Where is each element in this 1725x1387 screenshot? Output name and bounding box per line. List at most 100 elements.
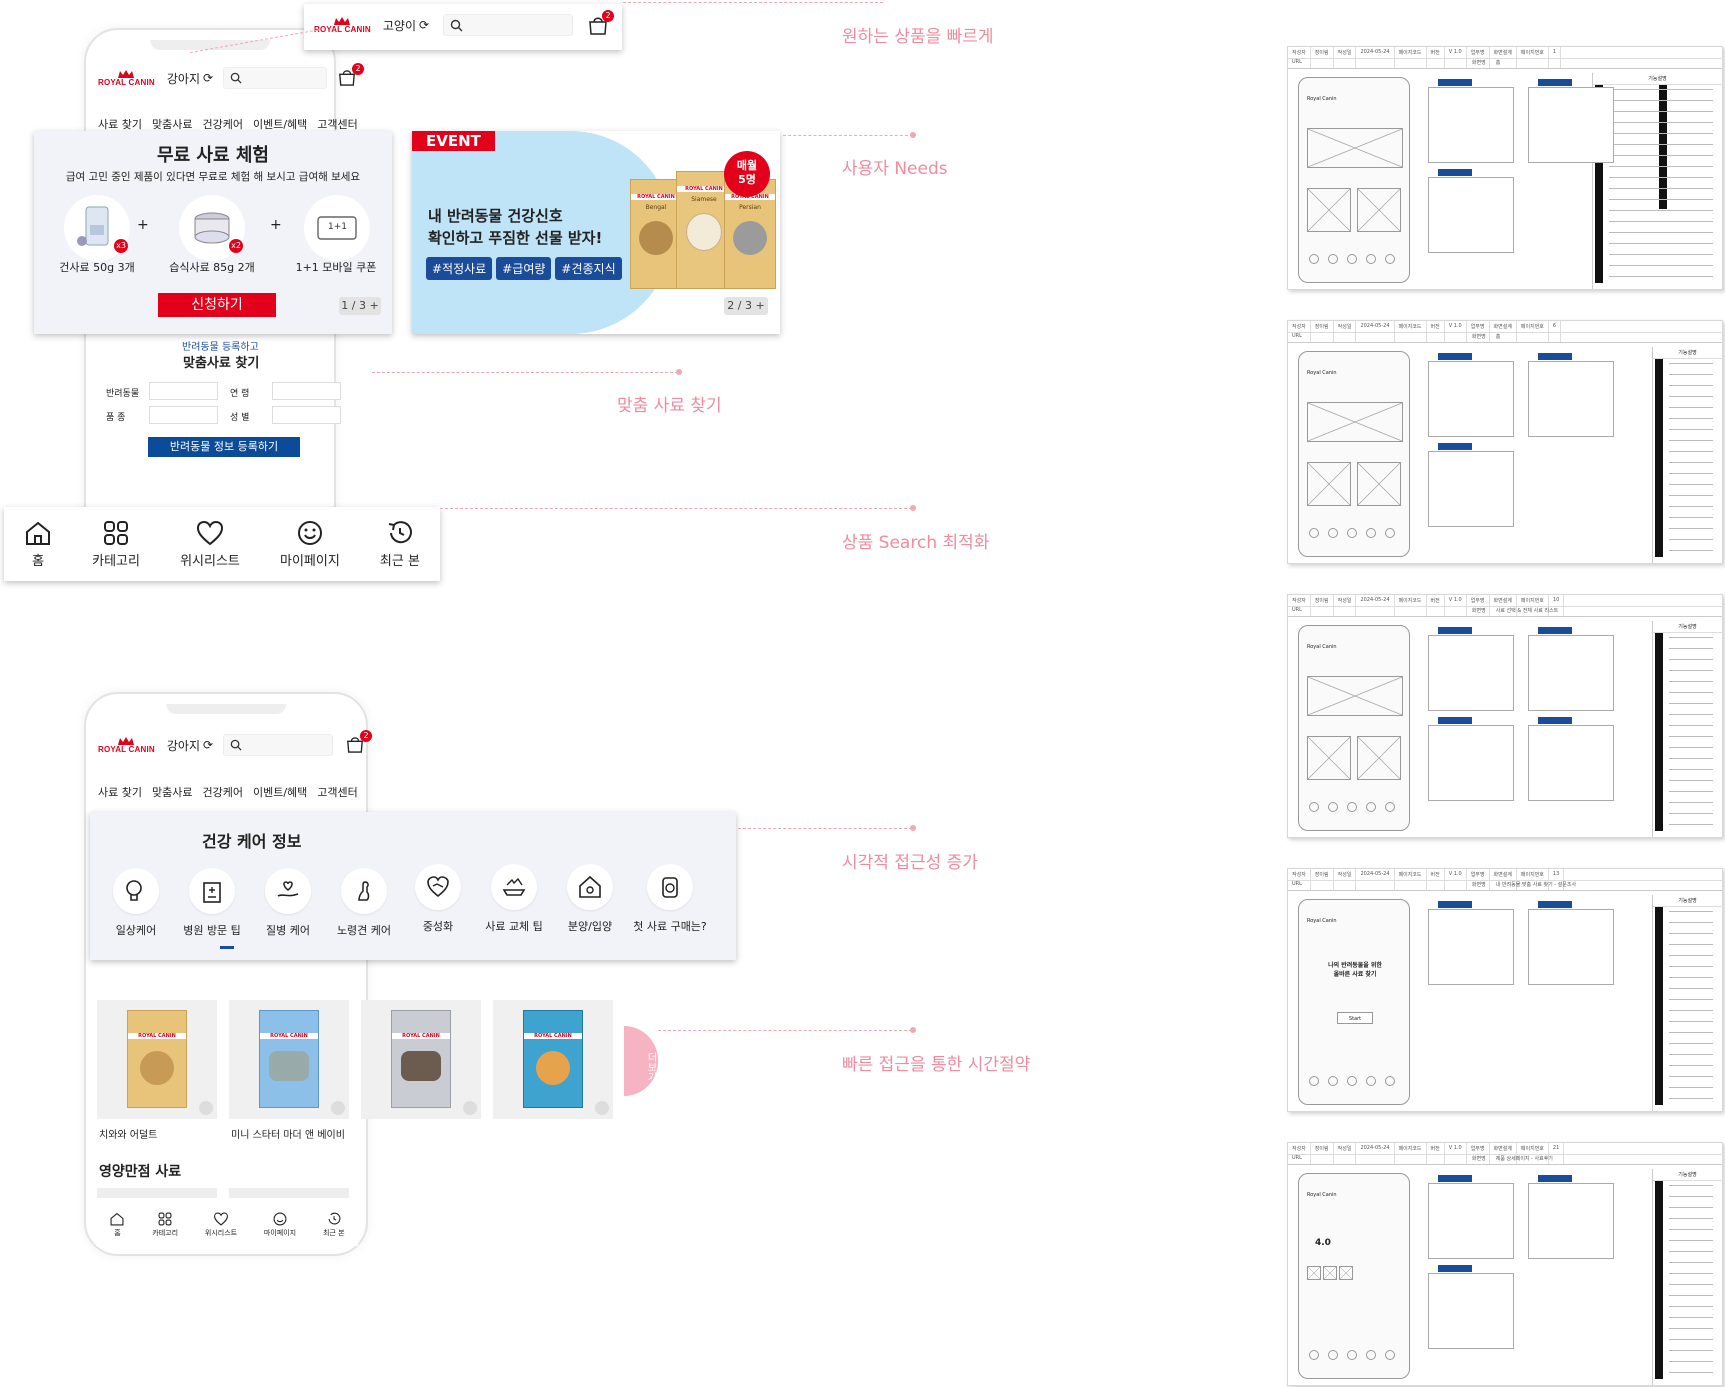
wireframe-image-placeholder [1357,188,1401,232]
event-tag[interactable]: #급여량 [496,257,552,280]
connector-dot [910,1027,916,1033]
wireframe-app-label: Royal Canin [1307,1192,1337,1198]
wireframe-tab-icon [1385,802,1395,812]
tab-recent[interactable]: 최근 본 [323,1212,345,1238]
pet-register-line1: 반려동물 등록하고 [182,342,259,353]
cart-badge: 2 [602,10,615,22]
care-senior[interactable]: 노령견 케어 [324,868,404,938]
spec-text-line [1669,407,1713,408]
survey-start-button[interactable]: Start [1337,1012,1373,1024]
nav-item-health-care[interactable]: 건강케어 [202,786,243,799]
tab-category[interactable]: 카테고리 [152,1212,178,1238]
product-thumb-partial [97,1188,217,1198]
nav-item-find-food[interactable]: 사료 찾기 [98,118,142,131]
nav-item-event[interactable]: 이벤트/혜택 [252,786,308,799]
meta-cell: V 1.0 [1445,1143,1467,1164]
cart-button[interactable]: 2 [337,63,365,88]
wishlist-heart-icon[interactable] [331,1101,345,1115]
banner-pager[interactable]: 1 / 3 + [339,297,381,315]
cart-button[interactable]: 2 [345,730,373,755]
care-disease[interactable]: 질병 케어 [248,868,328,938]
species-toggle[interactable]: 고양이 ⟳ [383,17,429,34]
tab-mypage[interactable]: 마이페이지 [280,520,340,569]
tab-recent[interactable]: 최근 본 [380,520,420,569]
nav-item-support[interactable]: 고객센터 [317,786,358,799]
species-toggle[interactable]: 강아지 ⟳ [167,737,213,754]
event-tag[interactable]: #적정사료 [426,257,493,280]
search-input[interactable] [223,67,328,89]
pet-gender-field[interactable] [272,406,341,424]
wishlist-heart-icon[interactable] [595,1101,609,1115]
page-number: 6 [1549,321,1562,342]
wireframe-annotation-tag [1538,717,1572,724]
nav-item-find-food[interactable]: 사료 찾기 [98,786,142,799]
tab-category[interactable]: 카테고리 [92,520,140,569]
wireframe-flow-panel [1428,177,1514,253]
wireframe-flow-panel [1528,1183,1614,1259]
tab-wishlist[interactable]: 위시리스트 [180,520,240,569]
nav-item-custom-food[interactable]: 맞춤사료 [151,118,193,131]
spec-sidebar-title: 기능설명 [1653,347,1722,359]
spec-text-line [1669,769,1713,770]
search-input[interactable] [443,14,574,36]
royal-canin-logo[interactable]: ROYAL CANIN [314,16,371,34]
register-pet-button[interactable]: 반려동물 정보 등록하기 [148,437,300,457]
care-adoption[interactable]: 분양/입양 [550,864,630,934]
spec-text-line [1669,1207,1713,1208]
pet-name-field[interactable] [149,382,218,400]
spec-number-column [1659,85,1667,209]
more-button[interactable]: 더보기 [624,1026,658,1096]
product-card[interactable]: ROYAL CANIN [361,1000,481,1119]
cart-button[interactable]: 2 [587,10,615,35]
care-neuter[interactable]: 중성화 [398,864,478,934]
pet-breed-field[interactable] [149,406,218,424]
page-title-label: 화면명 [1471,60,1486,66]
tab-home[interactable]: 홈 [109,1212,125,1238]
care-food-change[interactable]: 사료 교체 팁 [474,864,554,934]
spec-text-line [1609,111,1713,112]
sample-item-label: 1+1 모바일 쿠폰 [295,261,377,274]
search-input[interactable] [223,734,334,756]
care-hospital[interactable]: 병원 방문 팁 [172,868,252,938]
product-card[interactable]: ROYAL CANIN [229,1000,349,1119]
health-care-panel: 건강 케어 정보 일상케어 병원 방문 팁 질병 케어 노령견 케어 중성화 사… [90,812,736,960]
tab-mypage[interactable]: 마이페이지 [264,1212,296,1238]
species-toggle[interactable]: 강아지 ⟳ [167,70,213,87]
apply-button[interactable]: 신청하기 [158,293,276,317]
nav-item-event[interactable]: 이벤트/혜택 [252,118,308,131]
floating-header-cat: ROYAL CANIN 고양이 ⟳ 2 [304,4,622,50]
wireframe-flow-panel [1428,1273,1514,1349]
wishlist-heart-icon[interactable] [463,1101,477,1115]
free-sample-banner[interactable]: 무료 사료 체험 급여 고민 중인 제품이 있다면 무료로 체험 해 보시고 급… [34,131,392,334]
wishlist-heart-icon[interactable] [199,1101,213,1115]
meta-cell: 페이지번호 [1517,595,1549,616]
event-banner[interactable]: EVENT 내 반려동물 건강신호 확인하고 푸짐한 선물 받자! #적정사료 … [412,131,780,334]
royal-canin-logo[interactable]: ROYAL CANIN [98,69,155,87]
pet-age-field[interactable] [272,382,341,400]
phone-notch [166,704,286,714]
care-daily[interactable]: 일상케어 [96,868,176,938]
sample-item-label: 건사료 50g 3개 [59,261,135,274]
nav-item-custom-food[interactable]: 맞춤사료 [151,786,193,799]
event-tag[interactable]: #견종지식 [555,257,622,280]
tab-wishlist[interactable]: 위시리스트 [205,1212,237,1238]
royal-canin-logo[interactable]: ROYAL CANIN [98,736,155,754]
nav-item-support[interactable]: 고객센터 [317,118,358,131]
product-name: 미니 스타터 마더 앤 베이비 [231,1130,345,1141]
product-card[interactable]: ROYAL CANIN [97,1000,217,1119]
spec-text-line [1669,1087,1713,1088]
meta-cell: 2024-05-24 [1356,321,1395,342]
care-first-purchase[interactable]: 첫 사료 구매는? [630,864,710,934]
wireframe-flow-panel [1428,361,1514,437]
tab-home[interactable]: 홈 [24,520,52,569]
wireframe-tab-icon [1347,528,1357,538]
meta-cell: 버전 [1427,869,1445,890]
product-card[interactable]: ROYAL CANIN [493,1000,613,1119]
wireframe-tab-icon [1385,254,1395,264]
banner-pager[interactable]: 2 / 3 + [724,297,768,315]
nav-item-health-care[interactable]: 건강케어 [202,118,243,131]
spec-text-line [1609,221,1713,222]
